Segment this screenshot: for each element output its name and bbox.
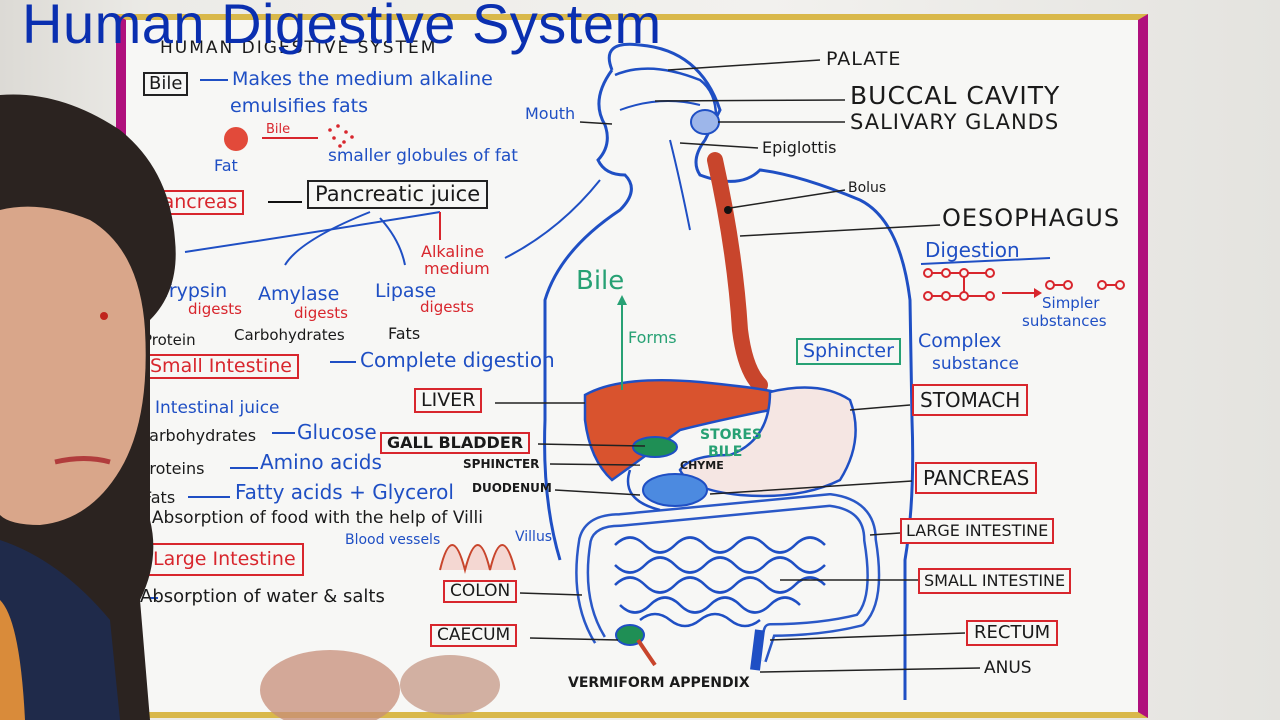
complete-digestion-label: Complete digestion: [360, 348, 555, 372]
glucose-label: Glucose: [297, 420, 377, 444]
protein-label: Protein: [143, 331, 196, 349]
stores-label: STORES: [700, 427, 762, 443]
stomach-label: STOMACH: [912, 384, 1029, 416]
liver-label: LIVER: [414, 388, 483, 413]
oesophagus-shape: [707, 152, 768, 393]
chyme-label: CHYME: [680, 459, 724, 472]
pancreas-shape: [642, 473, 708, 507]
small-intestine-shape: [614, 536, 826, 628]
villi-shape: [439, 544, 516, 574]
sphincter-small-label: SPHINCTER: [463, 457, 540, 471]
stomach-shape: [678, 386, 857, 498]
liver-shape: [583, 378, 777, 482]
complex-label: Complex: [918, 330, 1002, 352]
caecum-label: CAECUM: [430, 624, 518, 647]
bile-arrow-label: Bile: [266, 122, 291, 137]
salivary-glands-label: SALIVARY GLANDS: [850, 110, 1060, 134]
bile-box: Bile: [143, 72, 189, 96]
sphincter-label: Sphincter: [796, 338, 901, 365]
small-intestine-box: Small Intestine: [143, 354, 299, 379]
gall-bladder-shape: [632, 436, 678, 458]
substances-label: substances: [1022, 312, 1107, 330]
trypsin-digests: digests: [188, 300, 242, 318]
palate-label: PALATE: [826, 48, 902, 70]
colon-label: COLON: [443, 580, 518, 603]
fats-label: Fats: [388, 324, 421, 343]
complex-substance-label: substance: [932, 354, 1019, 374]
duodenum-label: DUODENUM: [472, 481, 552, 495]
large-intestine-label: LARGE INTESTINE: [900, 518, 1055, 544]
pancreatic-juice-box: Pancreatic juice: [307, 180, 489, 209]
proteins-row-label: Proteins: [140, 459, 205, 478]
stores-bile-label: BILE: [708, 444, 743, 460]
buccal-cavity-label: BUCCAL CAVITY: [850, 81, 1061, 110]
video-title: Human Digestive System: [22, 0, 662, 55]
absorption-villi-label: * Absorption of food with the help of Vi…: [138, 508, 483, 528]
rectum-label: RECTUM: [966, 620, 1059, 646]
digestion-label: Digestion: [925, 238, 1020, 262]
amylase-digests: digests: [294, 304, 348, 322]
intestinal-juice-label: Intestinal juice: [155, 398, 280, 418]
alkaline-label: Alkaline: [421, 242, 485, 261]
lipase-label: Lipase: [375, 280, 437, 302]
large-intestine-box: Large Intestine: [145, 543, 304, 576]
blood-vessels-label: Blood vessels: [345, 532, 441, 548]
villus-label: Villus: [515, 529, 553, 545]
caecum-shape: [615, 624, 645, 646]
bolus-label: Bolus: [848, 180, 887, 196]
bile-center-label: Bile: [576, 266, 625, 296]
globules-label: smaller globules of fat: [328, 146, 518, 166]
fats-row-label: Fats: [143, 488, 176, 507]
amylase-label: Amylase: [258, 283, 340, 305]
alkaline-medium-label: medium: [424, 259, 490, 278]
amino-acids-label: Amino acids: [260, 450, 382, 474]
gall-bladder-label: GALL BLADDER: [380, 432, 531, 454]
trypsin-label: Trypsin: [160, 280, 228, 302]
carbohydrates-label: Carbohydrates: [234, 326, 345, 344]
forms-label: Forms: [628, 328, 677, 347]
mouth-label: Mouth: [525, 104, 576, 123]
anus-label: ANUS: [984, 658, 1032, 678]
bile-point-1: Makes the medium alkaline: [232, 68, 493, 90]
bile-point-2: emulsifies fats: [230, 95, 368, 117]
fatty-acids-label: Fatty acids + Glycerol: [235, 480, 454, 504]
pancreas-label: PANCREAS: [915, 462, 1038, 494]
absorption-water-label: Absorption of water & salts: [140, 586, 385, 607]
board-heading: HUMAN DIGESTIVE SYSTEM: [160, 38, 438, 58]
carbohydrates-row-label: Carbohydrates: [138, 426, 257, 445]
epiglottis-label: Epiglottis: [762, 138, 837, 157]
oesophagus-label: OESOPHAGUS: [942, 204, 1121, 232]
simpler-label: Simpler: [1042, 294, 1100, 312]
small-intestine-label: SMALL INTESTINE: [918, 568, 1072, 594]
vermiform-appendix-label: VERMIFORM APPENDIX: [568, 675, 750, 691]
lipase-digests: digests: [420, 298, 474, 316]
fat-label: Fat: [214, 156, 238, 175]
